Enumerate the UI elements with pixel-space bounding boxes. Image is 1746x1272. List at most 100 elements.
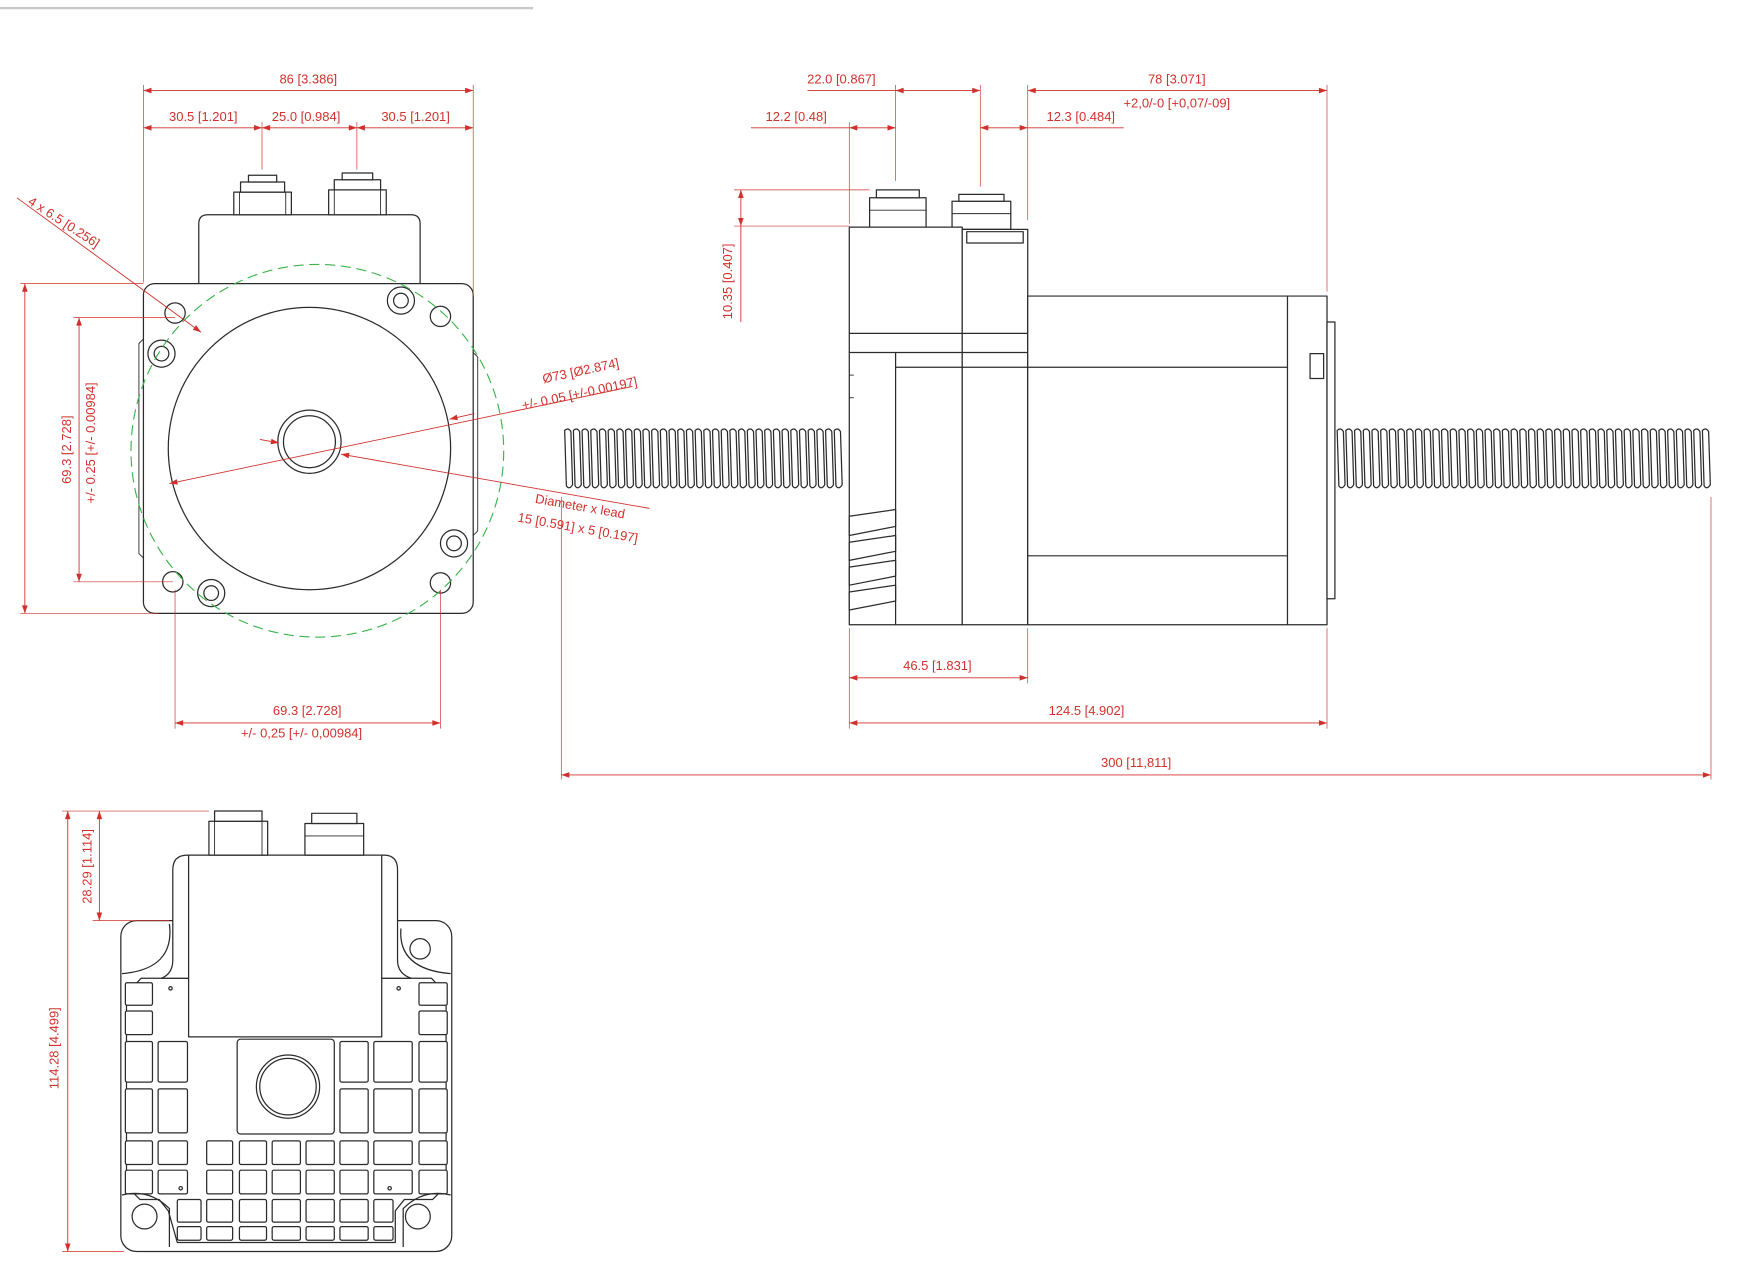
thread-crest [729, 428, 739, 489]
dimension-label: 69.3 [2.728] [59, 415, 74, 484]
mounting-hole [164, 302, 186, 324]
mounting-hole [429, 305, 452, 328]
tolerance-label: +/- 0,25 [+/- 0,00984] [241, 726, 362, 741]
thread-crest [772, 428, 782, 489]
grid-cell [418, 1088, 448, 1134]
dimension-label: 46.5 [1.831] [903, 658, 972, 673]
tab-hole [439, 529, 469, 558]
dimension-label: 69.3 [2.728] [273, 703, 342, 718]
dimension-label: 12.2 [0.48] [766, 109, 827, 124]
lead-screw-rear [564, 428, 843, 489]
grid-cell [206, 1226, 234, 1241]
thread-crest [607, 428, 617, 489]
grid-cell [238, 1169, 268, 1195]
grid-cell [206, 1198, 234, 1223]
pilot-circle [130, 263, 505, 638]
grid-cell [206, 1140, 234, 1166]
thread-crest [1362, 428, 1372, 489]
dimension-label: 78 [3.071] [1148, 72, 1206, 87]
thread-crest [1527, 428, 1538, 489]
rear-cap [848, 226, 963, 626]
locating-dot [168, 986, 173, 991]
thread-crest [807, 428, 817, 489]
grid-cell [305, 1169, 335, 1195]
mounting-hole [400, 928, 451, 975]
thread-crest [1345, 428, 1355, 489]
side-view: 22.0 [0.867] 78 [3.071] +2,0/-0 [+0,07/-… [560, 72, 1712, 780]
thread-crest [590, 428, 600, 489]
grid-cell [339, 1040, 369, 1083]
front-connector [951, 193, 1012, 231]
dimension-label: 86 [3.386] [279, 72, 337, 87]
thread-crest [764, 428, 774, 489]
grid-cell [124, 1088, 154, 1134]
thread-crest [1414, 428, 1424, 489]
grid-cell [305, 1140, 335, 1166]
thread-crest [1701, 428, 1711, 489]
grid-cell [238, 1226, 268, 1241]
dimension-label: 10.35 [0.407] [720, 244, 735, 320]
thread-crest [1432, 428, 1442, 489]
thread-crest [651, 428, 661, 489]
thread-crest [1640, 428, 1651, 489]
mounting-hole [402, 1192, 451, 1247]
thread-crest [1632, 428, 1642, 489]
grid-cell [305, 1198, 335, 1223]
grid-cell [373, 1226, 394, 1241]
thread-crest [1562, 428, 1572, 489]
thread-crest [1397, 428, 1407, 489]
top-rail [966, 231, 1024, 244]
grid-cell [418, 1010, 448, 1036]
dimension-label: 124.5 [4.902] [1049, 703, 1125, 718]
tolerance-label: +/- 0.25 [+/- 0.00984] [83, 382, 98, 503]
grid-cell [124, 982, 154, 1006]
thread-crest [1693, 428, 1703, 489]
tolerance-label: +/- 0.05 [+/-0.00197] [521, 374, 639, 413]
grid-cell [418, 982, 448, 1006]
thread-crest [694, 428, 704, 489]
thread-crest [737, 428, 748, 489]
thread-crest [1571, 428, 1581, 489]
dimension-label: 114.28 [4.499] [47, 1007, 62, 1089]
grid-cell [176, 1198, 202, 1223]
thread-crest [1519, 428, 1529, 489]
thread-crest [564, 428, 574, 489]
grid-cell [238, 1198, 268, 1223]
grid-cell [339, 1140, 369, 1166]
grid-cell [271, 1198, 302, 1223]
thread-crest [1440, 428, 1451, 489]
grid-cell [373, 1040, 413, 1083]
end-tab [1309, 353, 1325, 380]
thread-crest [816, 428, 826, 489]
motor-body [961, 228, 1029, 626]
grid-cell [418, 1169, 448, 1195]
thread-crest [1606, 428, 1616, 489]
thread-crest [755, 428, 765, 489]
thread-crest [1449, 428, 1459, 489]
thread-crest [633, 428, 643, 489]
thread-crest [790, 428, 800, 489]
dimension-label: 25.0 [0.984] [272, 109, 341, 124]
thread-crest [642, 428, 652, 489]
thread-crest [1623, 428, 1633, 489]
leader-line [449, 413, 475, 421]
shaft-inner [259, 1057, 317, 1116]
grid-cell [271, 1140, 302, 1166]
thread-crest [1614, 428, 1624, 489]
flange-edge-detail [138, 338, 144, 559]
grid-cell [339, 1226, 369, 1241]
tab-hole [147, 339, 176, 368]
heatsink-grid [124, 982, 448, 1241]
grid-cell [124, 1169, 154, 1195]
leader-line [259, 438, 280, 445]
grid-cell [157, 1169, 189, 1195]
left-connector [233, 174, 292, 216]
grid-cell [238, 1140, 268, 1166]
thread-crest [1493, 428, 1503, 489]
leader-line [340, 452, 650, 509]
thread-crest [1353, 428, 1364, 489]
thread-crest [1388, 428, 1398, 489]
thread-crest [746, 428, 756, 489]
grid-cell [418, 1040, 448, 1083]
